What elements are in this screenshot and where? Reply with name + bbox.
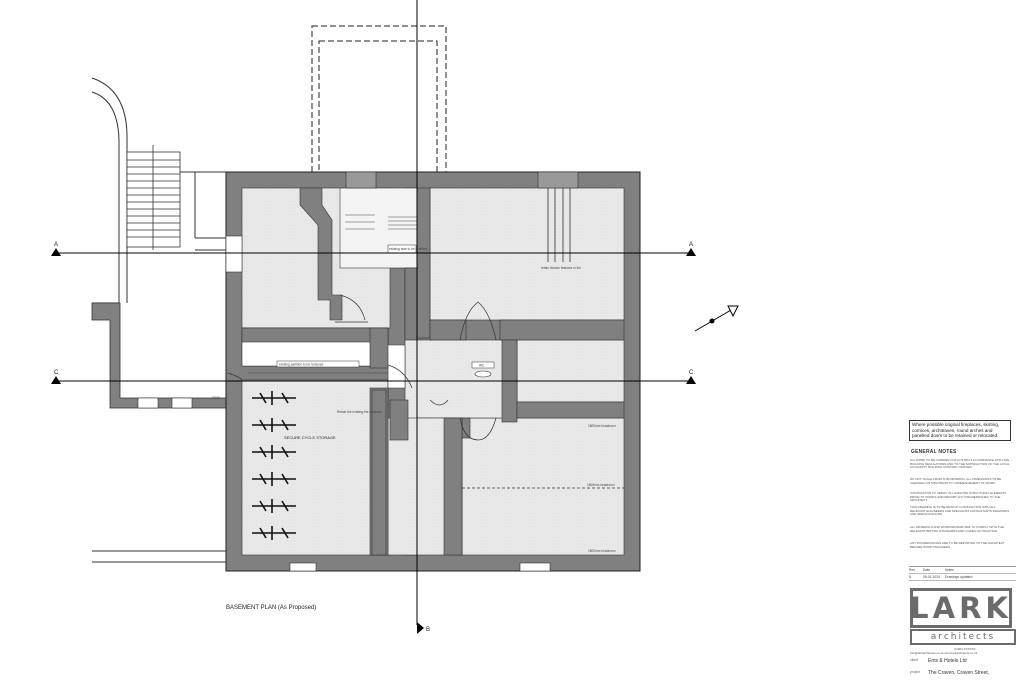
bicycle-icon [252, 418, 296, 432]
room-rear-right [461, 417, 625, 556]
logo-subword: architects [910, 629, 1016, 645]
section-marker-a-left: A [54, 242, 58, 248]
section-arrows [51, 248, 696, 634]
revision-rev: A [909, 575, 912, 579]
wc-sign-label: WC [479, 364, 485, 368]
general-note: CONTRACTOR TO VERIFY ALL EXISTING STRUCT… [910, 491, 1007, 503]
cellar-vent [537, 171, 579, 189]
general-note: THIS DRAWING IS TO BE READ IN CONJUNCTIO… [910, 505, 1010, 517]
headroom-label-3: 1800mm headroom [588, 549, 616, 553]
bicycle-icon [252, 391, 296, 405]
client-value: Ems & Hotels Ltd [928, 658, 967, 664]
building-outline [225, 171, 641, 572]
project-field: project The Craven, Craven Street, [910, 670, 1020, 676]
wc-sign-box [471, 361, 495, 369]
cycle-storage-label: SECURE CYCLE STORAGE [284, 435, 336, 440]
client-field: client Ems & Hotels Ltd [910, 658, 1020, 664]
room-cycle-storage [241, 379, 389, 556]
general-note: ANY DISCREPANCIES ARE TO BE REPORTED TO … [910, 541, 1005, 549]
headroom-label-2: 1800mm headroom [587, 483, 615, 487]
headroom-label-1: 1800mm headroom [588, 424, 616, 428]
cycle-note-label: Retain the existing fire resistant [337, 410, 382, 414]
general-note: ALL MATERIALS AND WORKMANSHIP ARE TO COM… [910, 525, 1004, 533]
room-interiors [241, 187, 625, 556]
section-marker-c-left: C [54, 370, 59, 376]
client-label: client [910, 658, 918, 662]
door-swings [227, 294, 497, 441]
general-note: DO NOT SCALE FROM THIS DRAWING. ALL DIME… [910, 477, 1002, 485]
bicycle-icon [252, 472, 296, 486]
room-front-right [429, 187, 625, 321]
bicycle-icon [252, 499, 296, 513]
section-marker-b: B [426, 627, 430, 633]
project-label: project [910, 670, 921, 674]
internal-stair [345, 214, 417, 230]
revision-header-notes: Notes [945, 568, 954, 572]
contact-web: info@larkarchitects.co.uk www.larkarchit… [910, 651, 978, 655]
window-rear-right [519, 562, 551, 572]
contact-details: 01904 XXXXXX info@larkarchitects.co.uk w… [910, 647, 1020, 655]
door-tag-label: FD30 [212, 396, 220, 400]
revision-header-date: Date [923, 568, 931, 572]
window-rear-left [289, 562, 317, 572]
revision-header: Rev Date Notes [909, 567, 1016, 574]
external-stair-treads [126, 145, 181, 250]
bicycle-icons [252, 391, 296, 540]
revision-notes: Drawings updated [945, 575, 973, 579]
title-block: Where possible original fireplaces, skir… [905, 0, 1024, 683]
internal-walls [225, 187, 625, 556]
lobby [416, 339, 518, 419]
stair-core [339, 187, 418, 269]
stair-vent [345, 171, 377, 189]
drawing-title: BASEMENT PLAN (As Proposed) [226, 605, 316, 611]
stair-note-label: existing stair to be retained [389, 247, 427, 251]
revision-date: 08.01.2024 [923, 575, 940, 579]
contact-phone: 01904 XXXXXX [954, 647, 976, 651]
lightwell-wall [91, 302, 227, 563]
bicycle-icon [252, 445, 296, 459]
revision-row: A 08.01.2024 Drawings updated [909, 574, 1016, 581]
general-note: ALL WORK TO BE CARRIED OUT IN STRICT ACC… [910, 458, 1010, 470]
revision-table: Rev Date Notes A 08.01.2024 Drawings upd… [909, 566, 1016, 581]
section-marker-a-right: A [689, 242, 693, 248]
cellar-note-label: retain historic features in full [541, 266, 581, 270]
logo-wordmark: LARK [910, 588, 1012, 628]
corridor-note-box [276, 360, 360, 368]
room-mid-right [516, 339, 625, 403]
section-marker-c-right: C [689, 370, 694, 376]
project-value: The Craven, Craven Street, [928, 670, 990, 676]
floor-plan-drawing: A A C C B SECURE CYCLE STORAGE Retain th… [51, 0, 739, 634]
bicycle-icon [252, 526, 296, 540]
revision-header-rev: Rev [909, 568, 916, 572]
section-lines [58, 0, 690, 625]
company-logo: LARK architects [910, 588, 1016, 645]
north-arrow-icon [694, 305, 739, 332]
retention-note: Where possible original fireplaces, skir… [909, 420, 1011, 441]
wc-fitting [474, 370, 492, 378]
general-notes-heading: GENERAL NOTES [911, 449, 957, 455]
corridor-note-label: existing partition to be removed [279, 363, 324, 367]
dashed-outline-above [311, 25, 447, 173]
